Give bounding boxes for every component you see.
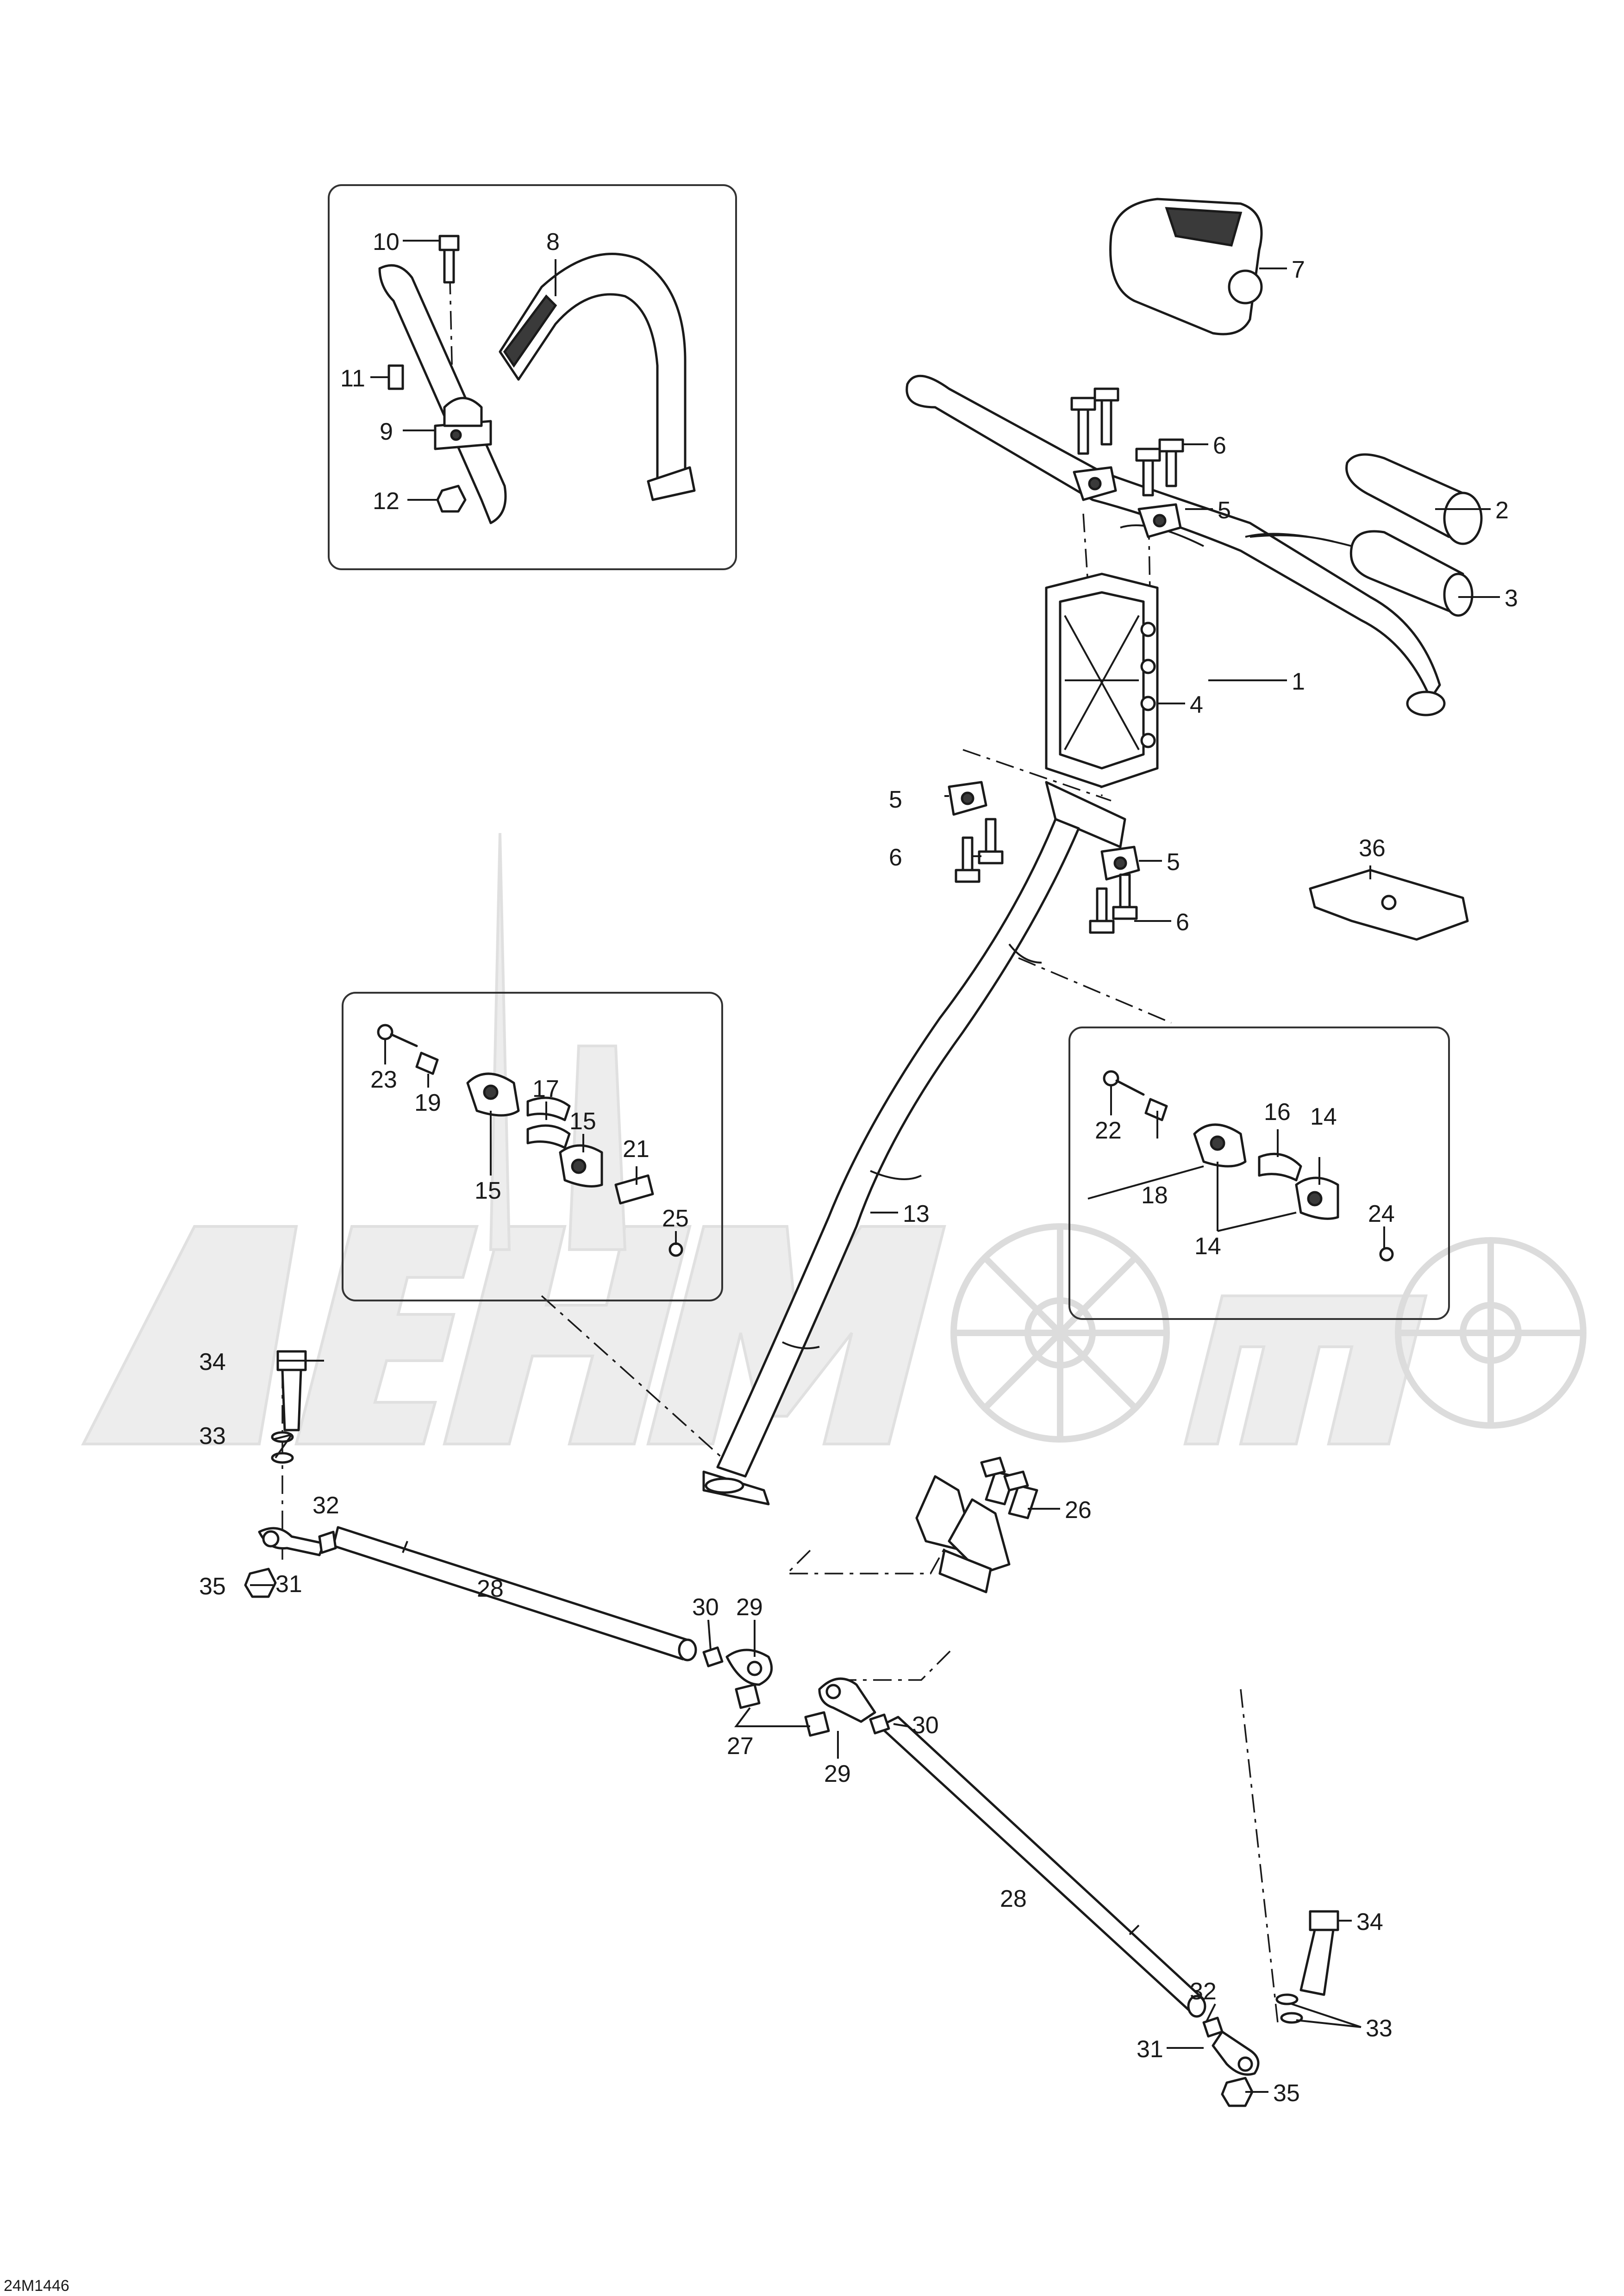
part-riser	[1045, 572, 1159, 788]
callout-5: 5	[1218, 497, 1231, 524]
watermark-logo	[81, 833, 1587, 1445]
callout-31: 31	[1137, 2036, 1163, 2063]
callout-6: 6	[1176, 909, 1189, 936]
part-bolt-10	[438, 235, 460, 284]
callout-26: 26	[1065, 1497, 1092, 1524]
part-clamp-5-bottom-left	[948, 781, 987, 816]
callout-7: 7	[1292, 256, 1305, 283]
parts-tie-rod-ends	[244, 1527, 1260, 2107]
callout-25: 25	[662, 1205, 689, 1232]
callout-33: 33	[199, 1423, 226, 1450]
parts-right-bushing-set	[1103, 1070, 1394, 1262]
callout-9: 9	[380, 418, 393, 445]
callout-31: 31	[275, 1571, 302, 1598]
part-pin-11	[387, 364, 404, 390]
part-bar-section	[378, 264, 507, 524]
part-tie-rod-right	[878, 1716, 1206, 2018]
callout-8: 8	[546, 229, 560, 255]
part-clamp-5-bottom-right	[1100, 846, 1140, 881]
callout-32: 32	[312, 1492, 339, 1519]
part-handlebar-pad	[499, 253, 696, 501]
callout-35: 35	[1273, 2080, 1300, 2107]
callout-23: 23	[370, 1066, 397, 1093]
callout-1: 1	[1292, 668, 1305, 695]
callout-34: 34	[1356, 1909, 1383, 1935]
callout-14: 14	[1194, 1233, 1221, 1260]
part-steering-column	[702, 781, 1126, 1506]
part-handlebar	[906, 374, 1446, 716]
callout-3: 3	[1505, 585, 1518, 612]
inset-box-right-bushing	[1068, 1027, 1450, 1320]
part-clamp-5-top-left	[1073, 466, 1117, 501]
callout-16: 16	[1264, 1099, 1291, 1126]
callout-27: 27	[727, 1733, 754, 1760]
callout-17: 17	[532, 1076, 559, 1102]
callout-33: 33	[1366, 2015, 1393, 2042]
callout-21: 21	[623, 1136, 650, 1163]
callout-4: 4	[1190, 691, 1203, 718]
parts-left-bushing-set	[377, 1024, 683, 1257]
part-handlebar-cover	[1109, 198, 1263, 336]
callout-30: 30	[692, 1594, 719, 1621]
callout-13: 13	[903, 1201, 930, 1227]
parts-bolts-washers	[271, 1350, 1339, 2024]
part-clamp-5-top-right	[1137, 503, 1182, 538]
part-nut-12	[436, 485, 467, 513]
callout-12: 12	[373, 488, 400, 515]
callout-34: 34	[199, 1349, 226, 1375]
drawing-code: 24M1446	[4, 2277, 69, 2295]
callout-5: 5	[1167, 849, 1180, 876]
callout-32: 32	[1190, 1978, 1217, 2005]
part-steering-arm-bracket	[915, 1456, 1038, 1593]
inset-box-left-bushing	[342, 992, 723, 1301]
callout-24: 24	[1368, 1201, 1395, 1227]
part-grip-left	[1249, 530, 1474, 617]
callouts: 1 2 3 4 5 5 5 5 6 6 6 7 8 9 10 11 12 13 …	[199, 229, 1518, 2107]
callout-22: 22	[1095, 1117, 1122, 1144]
inset-box-clamp	[328, 184, 737, 570]
callout-29: 29	[824, 1761, 851, 1787]
callout-5: 5	[889, 786, 902, 813]
part-grip-right	[1345, 453, 1483, 545]
callout-15: 15	[569, 1108, 596, 1135]
callout-30: 30	[912, 1712, 939, 1739]
callout-28: 28	[477, 1575, 504, 1602]
part-tie-rod-left	[332, 1526, 697, 1661]
part-bolts-6	[955, 387, 1184, 934]
callout-14: 14	[1310, 1103, 1337, 1130]
callout-19: 19	[414, 1089, 441, 1116]
callout-2: 2	[1495, 497, 1509, 524]
callout-35: 35	[199, 1573, 226, 1600]
callout-leaders	[250, 240, 1500, 2093]
part-clamp-9	[434, 397, 492, 450]
callout-18: 18	[1141, 1182, 1168, 1209]
callout-28: 28	[1000, 1885, 1027, 1912]
callout-11: 11	[340, 365, 365, 392]
callout-29: 29	[736, 1594, 763, 1621]
callout-10: 10	[373, 229, 400, 255]
callout-6: 6	[1213, 432, 1226, 459]
callout-15: 15	[475, 1177, 501, 1204]
callout-6: 6	[889, 844, 902, 871]
part-plate	[1309, 869, 1469, 941]
callout-36: 36	[1359, 835, 1386, 862]
